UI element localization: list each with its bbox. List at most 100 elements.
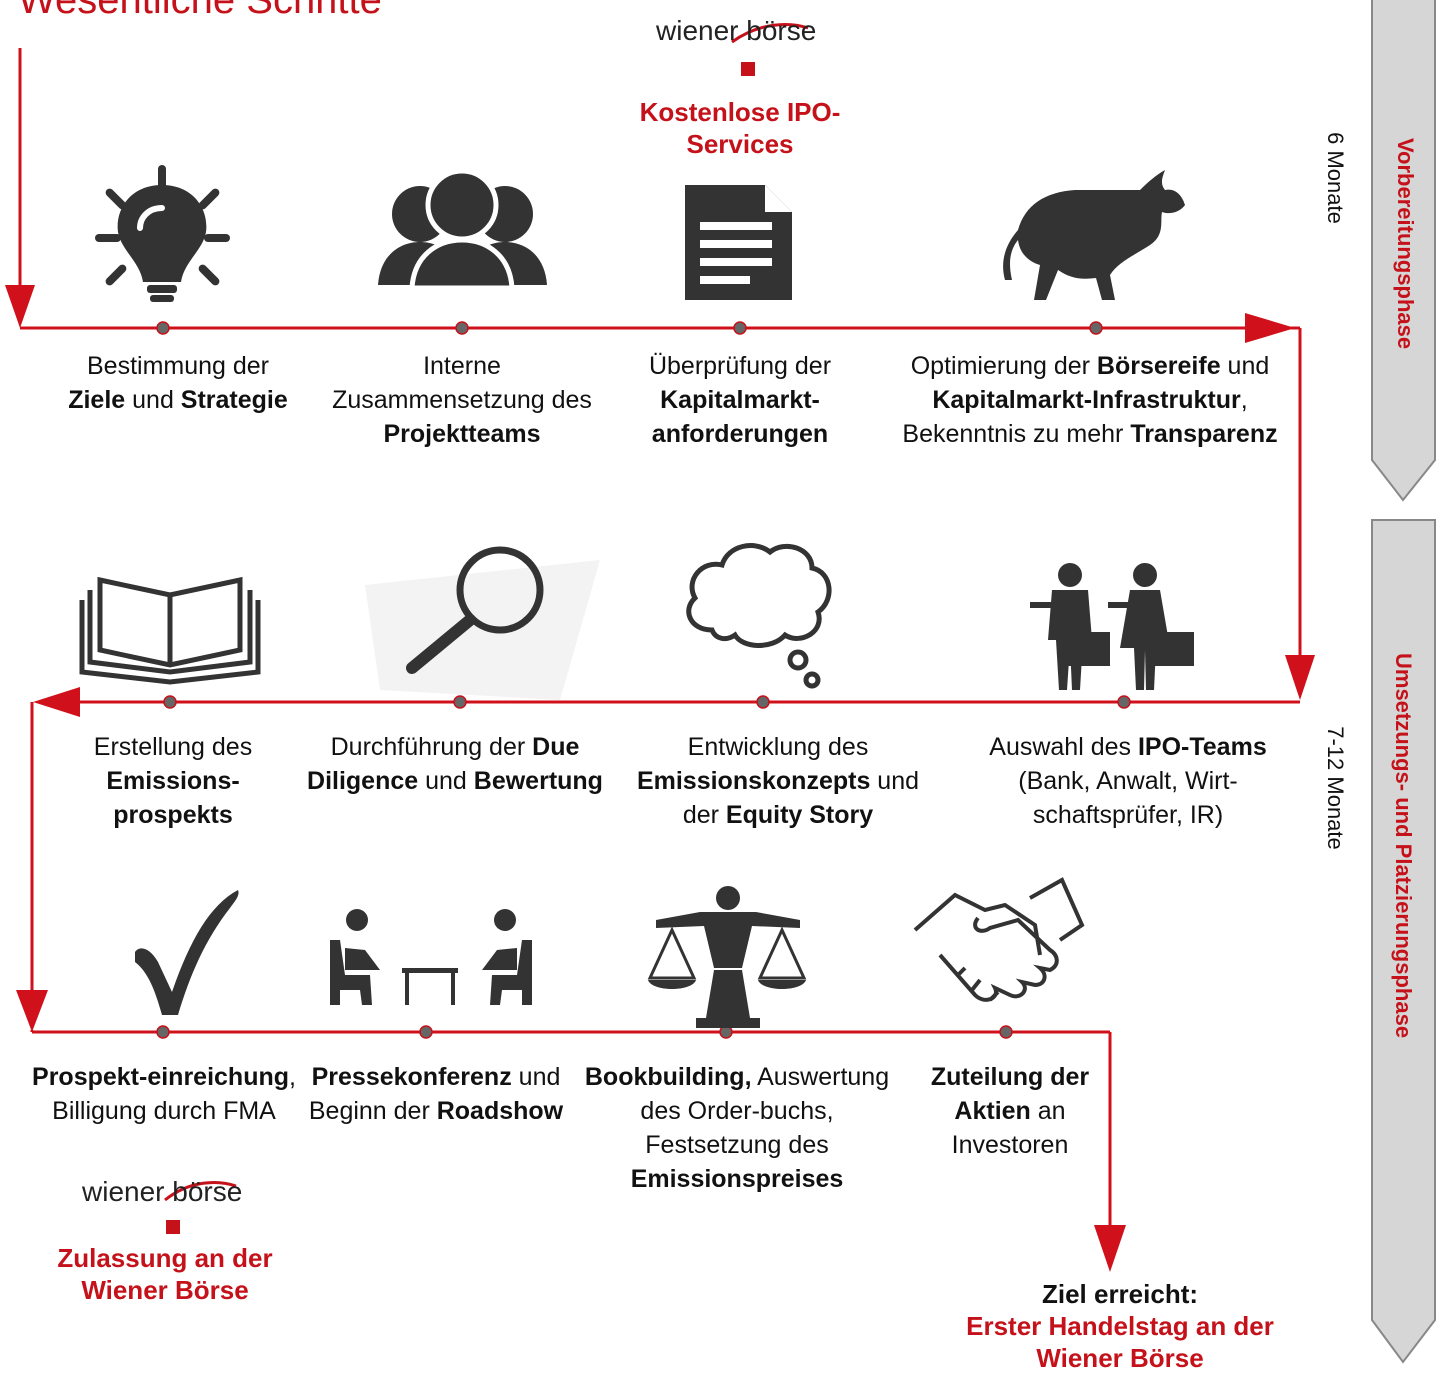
node-1-2 [455,321,469,335]
top-logo-square [741,62,755,76]
handshake-icon [913,877,1085,1002]
step-text-part: Ziele [68,386,126,414]
thought-cloud-icon [686,543,832,689]
step-text-part: , Bekenntnis zu mehr [902,386,1248,448]
document-icon [685,185,792,300]
arrowhead-right-1 [1245,313,1295,343]
step-text-1-3: Überprüfung der Kapitalmarkt-anforderung… [620,349,860,451]
step-text-1-2: Interne Zusammensetzung des Projektteams [328,349,596,451]
step-text-1-1: Bestimmung der Ziele und Strategie [58,349,298,417]
step-text-part: Zuteilung der [930,1063,1090,1091]
flow-arrowheads [5,285,1315,1272]
step-text-1-4: Optimierung der Börsereife und Kapitalma… [880,349,1300,451]
goal-label: Ziel erreicht: Erster Handelstag an der … [960,1278,1280,1374]
step-text-part: Strategie [180,386,288,414]
step-text-part: , Billigung durch FMA [52,1063,296,1125]
phase-duration-impl: 7-12 Monate [1323,726,1348,850]
step-text-part: Pressekonferenz [311,1063,512,1091]
step-text-2-1: Erstellung des Emissions-prospekts [58,730,288,832]
step-text-part: Prospekt-einreichung [32,1063,290,1091]
step-text-part: Roadshow [436,1097,564,1125]
step-text-part: und Beginn der [308,1063,561,1125]
step-text-part: Projektteams [383,420,541,448]
goal-line2: Erster Handelstag an der Wiener Börse [966,1311,1274,1373]
step-text-part: Optimierung der [910,352,1097,380]
goal-line1: Ziel erreicht: [1041,1279,1199,1309]
scales-icon [647,886,807,1028]
step-text-3-3: Bookbuilding, Auswertung des Order-buchs… [572,1060,902,1196]
press-conference-icon [330,909,532,1005]
business-people-icon [1030,563,1194,690]
node-1-1 [156,321,170,335]
node-1-4 [1089,321,1103,335]
step-text-2-4: Auswahl des IPO-Teams (Bank, Anwalt, Wir… [958,730,1298,832]
phase-label-impl: Umsetzungs- und Platzierungsphase [1391,653,1416,1039]
step-text-part: Durchführung der [330,733,533,761]
step-text-part: Bestimmung der [86,352,270,380]
step-text-part: und der [682,767,920,829]
step-text-part: Bewertung [473,767,603,795]
step-text-part: Auswahl des [989,733,1138,761]
arrowhead-down-4 [1094,1225,1126,1272]
step-text-3-2: Pressekonferenz und Beginn der Roadshow [305,1060,567,1128]
node-1-3 [733,321,747,335]
step-text-2-3: Entwicklung des Emissionskonzepts und de… [618,730,938,832]
arrowhead-left-1 [33,687,80,717]
magnifier-icon [365,546,600,700]
team-icon [378,168,547,291]
phase-box-impl [1371,519,1436,1364]
step-text-part: Equity Story [725,801,874,829]
node-3-2 [419,1025,433,1039]
bottom-service-label: Zulassung an der Wiener Börse [57,1243,273,1305]
node-2-4 [1117,695,1131,709]
step-text-part: Emissionskonzepts [636,767,871,795]
top-logo: wiener börse [656,15,817,46]
step-text-part: Entwicklung des [687,733,869,761]
step-text-part: Auswertung des Order-buchs, Festsetzung … [640,1063,890,1159]
step-text-part: Kapitalmarkt-Infrastruktur [932,386,1241,414]
step-text-part: an Investoren [951,1097,1069,1159]
step-text-3-1: Prospekt-einreichung, Billigung durch FM… [28,1060,300,1128]
node-2-1 [163,695,177,709]
step-text-part: Interne Zusammensetzung des [332,352,592,414]
step-text-part: und [125,386,181,414]
flow-line [18,48,1302,1230]
step-text-part: Börsereife [1096,352,1221,380]
step-text-part: Erstellung des [93,733,253,761]
top-logo-arc [731,23,809,44]
step-text-part: IPO-Teams [1137,733,1267,761]
bull-icon [1003,170,1185,300]
node-3-4 [999,1025,1013,1039]
timeline-nodes [156,321,1131,1039]
node-2-3 [756,695,770,709]
bottom-logo-square [166,1220,180,1234]
lightbulb-icon [95,165,230,302]
step-text-part: und [1220,352,1270,380]
bottom-logo-arc [164,1181,237,1202]
bottom-logo: wiener börse [82,1176,243,1207]
step-text-part: und [418,767,474,795]
phase-box-prep [1371,0,1436,502]
step-text-part: Kapitalmarkt-anforderungen [651,386,829,448]
step-text-2-2: Durchführung der Due Diligence und Bewer… [300,730,610,798]
phase-label-prep: Vorbereitungsphase [1393,138,1418,350]
step-text-part: Bookbuilding, [584,1063,752,1091]
step-text-part: Aktien [954,1097,1031,1125]
step-text-part: Emissionspreises [630,1165,844,1193]
node-2-2 [453,695,467,709]
arrowhead-down-3 [16,990,48,1032]
step-text-part: Due Diligence [307,733,580,795]
arrowhead-down-1 [5,285,35,328]
step-text-3-4: Zuteilung der Aktien an Investoren [900,1060,1120,1162]
book-icon [79,576,261,685]
checkmark-icon [135,890,239,1015]
arrowhead-down-2 [1285,655,1315,700]
step-text-part: (Bank, Anwalt, Wirt-schaftsprüfer, IR) [1018,767,1238,829]
page-title: Wesentliche Schritte [18,0,382,22]
node-3-1 [156,1025,170,1039]
step-text-part: Transparenz [1130,420,1278,448]
phase-duration-prep: 6 Monate [1323,132,1348,224]
step-text-part: Überprüfung der [648,352,832,380]
step-text-part: Emissions-prospekts [106,767,240,829]
